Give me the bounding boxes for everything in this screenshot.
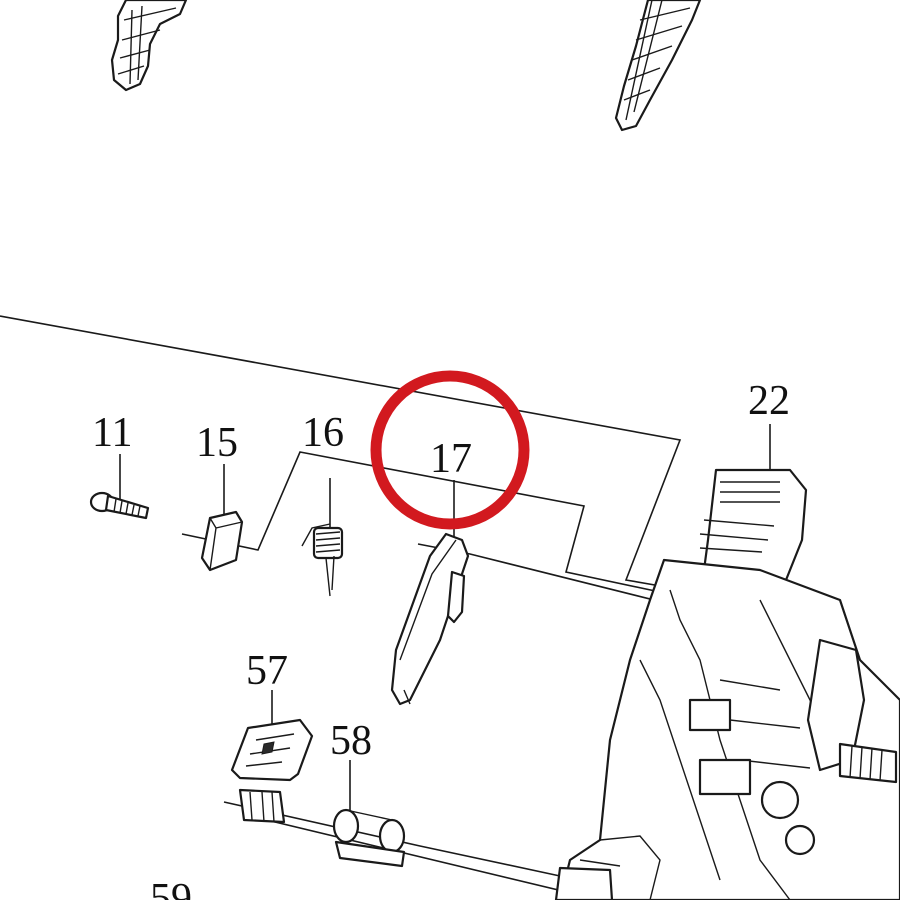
part-11-screw [89,491,150,520]
callout-59: 59 [150,876,192,900]
callout-labels: 11 15 16 17 22 57 58 59 [92,378,790,900]
callout-17: 17 [430,436,472,482]
callout-58: 58 [330,718,372,764]
callout-15: 15 [196,420,238,466]
top-left-chain-part [110,0,188,92]
callout-11: 11 [92,410,132,456]
top-right-bar-part [614,0,702,132]
highlight-circle [370,370,530,530]
part-22-housing [554,468,900,900]
part-57-switch-cap [230,718,314,824]
callout-22: 22 [748,378,790,424]
part-16-spring [301,523,344,597]
part-17-lever [390,532,470,706]
callout-57: 57 [246,648,288,694]
callout-16: 16 [302,410,344,456]
part-15-block [200,510,244,572]
part-58-clip [332,808,406,868]
